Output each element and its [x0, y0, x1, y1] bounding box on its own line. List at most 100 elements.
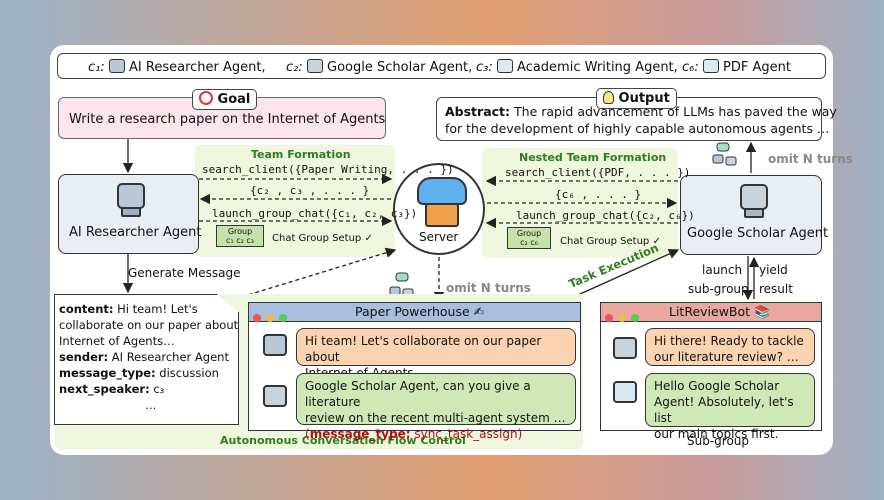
- bubble-tag-line: (message_type: sync_task_assign): [305, 426, 567, 442]
- robot-body-icon: [121, 207, 141, 217]
- launch-label: launch: [702, 263, 743, 277]
- window-dots: [605, 307, 640, 326]
- yield-label: yield: [759, 263, 788, 277]
- nested-team-title: Nested Team Formation: [519, 151, 667, 164]
- legend-symbol: c₃:: [476, 60, 493, 75]
- chat-group-setup-left: Chat Group Setup ✓: [272, 233, 373, 244]
- next-key: next_speaker:: [59, 382, 150, 396]
- omit-turns-top: omit N turns: [768, 152, 853, 166]
- legend-item-c6: c₆: PDF Agent: [682, 59, 791, 75]
- tag-open: (: [305, 427, 310, 441]
- output-line-2: for the development of highly capable au…: [445, 121, 830, 136]
- agent-legend: c₁: AI Researcher Agent, c₂: Google Scho…: [57, 53, 826, 79]
- target-icon: [199, 91, 213, 105]
- window-dots: [253, 307, 288, 326]
- bubble-line: Google Scholar Agent, can you give a lit…: [305, 379, 531, 409]
- tag-key: message_type:: [309, 427, 411, 441]
- output-line-1: Abstract: The rapid advancement of LLMs …: [445, 104, 837, 120]
- close-dot-icon: [605, 314, 613, 322]
- message-ellipsis: …: [145, 398, 157, 412]
- robot-avatar: [613, 381, 637, 403]
- bubble-line: Agent! Absolutely, let's list: [654, 395, 794, 425]
- robot-icon: [108, 59, 125, 73]
- group-title: Group: [227, 227, 253, 236]
- robot-icon: [306, 59, 323, 73]
- content-value-1: Hi team! Let's: [113, 302, 198, 316]
- sender-key: sender:: [59, 350, 109, 364]
- goal-tag-label: Goal: [217, 92, 251, 107]
- message-type-line: message_type: discussion: [59, 365, 238, 381]
- result-label: result: [759, 282, 793, 296]
- mini-robots-top: [712, 142, 737, 166]
- group-badge-left: Group c₁ c₂ c₃: [216, 225, 264, 247]
- content-value-2: collaborate on our paper about: [59, 318, 239, 332]
- team-call-launch: launch_group_chat({c₁, c₂, c₃}): [212, 207, 418, 220]
- tag-value: sync_task_assign: [410, 427, 518, 441]
- team-call-result: {c₂ , c₃ , . . . }: [250, 184, 370, 197]
- group-members: c₁ c₂ c₃: [226, 236, 254, 245]
- team-call-search: search_client({Paper Writing, . . . }): [202, 163, 454, 176]
- bubble-line: review on the recent multi-agent system …: [305, 411, 566, 425]
- google-scholar-agent: Google Scholar Agent: [680, 175, 828, 255]
- legend-label: Google Scholar Agent,: [327, 60, 473, 75]
- paper-powerhouse-chat: Paper Powerhouse ✍ Hi team! Let's collab…: [248, 302, 581, 441]
- legend-label: Academic Writing Agent,: [517, 60, 678, 75]
- chat-title: LitReviewBot 📚: [669, 304, 770, 319]
- content-key: content:: [59, 302, 114, 316]
- robot-avatar: [263, 334, 287, 356]
- goal-tag: Goal: [192, 89, 258, 110]
- legend-label: PDF Agent: [723, 60, 791, 75]
- maximize-dot-icon: [631, 314, 640, 322]
- message-next-line: next_speaker: c₃: [59, 381, 238, 397]
- bubble-line: Hello Google Scholar: [654, 379, 780, 393]
- generate-message-label: Generate Message: [128, 266, 241, 280]
- tag-close: ): [517, 427, 523, 441]
- bubble-line: Hi team! Let's collaborate on our paper …: [305, 334, 542, 364]
- team-formation-title: Team Formation: [251, 148, 351, 161]
- maximize-dot-icon: [279, 314, 288, 322]
- robot-icon: [117, 183, 145, 209]
- legend-symbol: c₁:: [88, 60, 105, 75]
- google-scholar-name: Google Scholar Agent: [687, 226, 829, 241]
- flow-control-label: Autonomous Conversation Flow Control: [220, 434, 466, 447]
- minimize-dot-icon: [618, 314, 627, 322]
- legend-item-c3: c₃: Academic Writing Agent,: [476, 59, 678, 75]
- legend-item-c1: c₁: AI Researcher Agent,: [88, 59, 266, 75]
- legend-symbol: c₆:: [682, 60, 699, 75]
- subgroup-label: sub-group: [688, 282, 749, 296]
- server-label: Server: [419, 230, 459, 244]
- ai-researcher-name: AI Researcher Agent: [69, 225, 202, 240]
- minimize-dot-icon: [266, 314, 275, 322]
- nested-call-launch: launch_group_chat({c₂, c₆}): [516, 209, 695, 222]
- group-title: Group: [516, 229, 542, 238]
- robot-body-icon: [744, 208, 764, 218]
- ai-researcher-agent: AI Researcher Agent: [58, 174, 202, 254]
- next-value: c₃: [149, 382, 165, 396]
- close-dot-icon: [253, 314, 261, 322]
- group-members: c₂ c₆: [520, 238, 538, 247]
- goal-text: Write a research paper on the Internet o…: [69, 112, 386, 127]
- robot-icon: [702, 59, 719, 73]
- robot-avatar: [613, 337, 637, 359]
- chat-bubble-2: Google Scholar Agent, can you give a lit…: [296, 373, 576, 441]
- legend-label: AI Researcher Agent,: [129, 60, 266, 75]
- server-node: Server: [393, 163, 485, 255]
- cloud-server-icon: [417, 177, 467, 205]
- output-tag-label: Output: [618, 91, 670, 106]
- chat-bubble-1: Hi team! Let's collaborate on our paper …: [296, 328, 576, 380]
- output-tag: Output: [596, 88, 677, 109]
- connector-lines: [122, 139, 760, 306]
- diagram-card: c₁: AI Researcher Agent, c₂: Google Scho…: [50, 45, 853, 455]
- chat-title: Paper Powerhouse ✍: [355, 304, 485, 319]
- output-text-1: The rapid advancement of LLMs has paved …: [510, 104, 837, 119]
- litreviewbot-chat: LitReviewBot 📚 Hi there! Ready to tackle…: [600, 302, 822, 441]
- chat-group-setup-right: Chat Group Setup ✓: [560, 236, 661, 247]
- chat-header: Paper Powerhouse ✍: [249, 303, 580, 322]
- nested-call-search: search_client({PDF, . . . }): [505, 166, 691, 179]
- sender-value: AI Researcher Agent: [108, 350, 229, 364]
- content-value-3: Internet of Agents…: [59, 334, 175, 348]
- legend-symbol: c₂:: [286, 60, 303, 75]
- type-key: message_type:: [59, 366, 156, 380]
- bubble-line: Hi there! Ready to tackle: [654, 334, 804, 348]
